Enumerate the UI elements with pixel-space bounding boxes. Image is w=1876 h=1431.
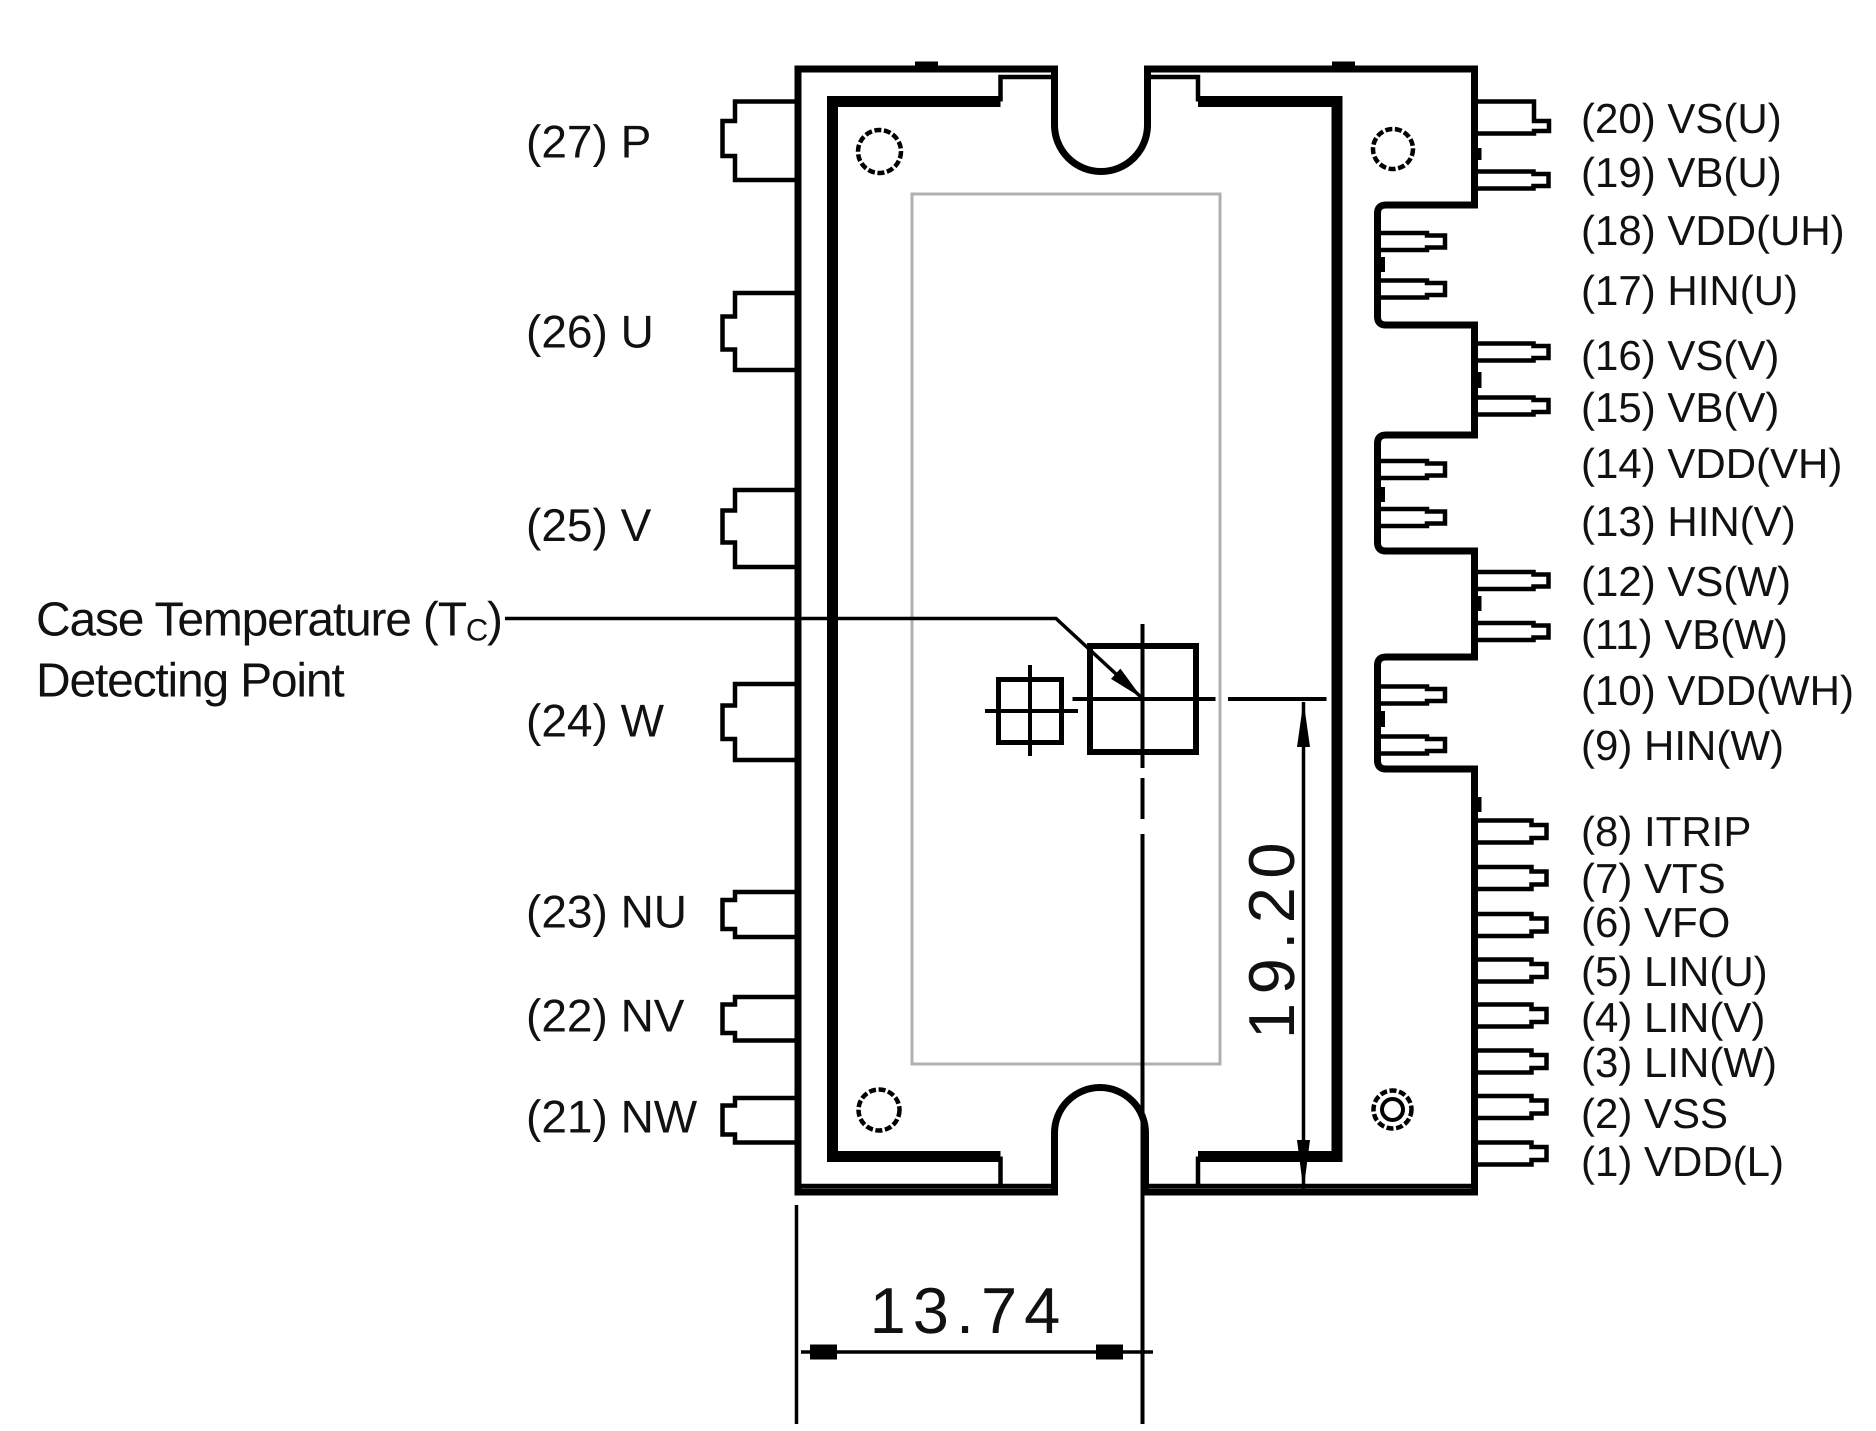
svg-text:(2) VSS: (2) VSS (1581, 1090, 1728, 1137)
svg-text:(3) LIN(W): (3) LIN(W) (1581, 1039, 1777, 1086)
svg-text:(19) VB(U): (19) VB(U) (1581, 149, 1782, 196)
svg-text:(26) U: (26) U (526, 306, 654, 358)
svg-text:(5) LIN(U): (5) LIN(U) (1581, 948, 1768, 995)
svg-text:(7) VTS: (7) VTS (1581, 855, 1726, 902)
svg-text:(22) NV: (22) NV (526, 990, 685, 1042)
svg-text:(10) VDD(WH): (10) VDD(WH) (1581, 667, 1854, 714)
svg-text:19.20: 19.20 (1235, 834, 1308, 1039)
svg-text:(18) VDD(UH): (18) VDD(UH) (1581, 207, 1845, 254)
svg-text:(9) HIN(W): (9) HIN(W) (1581, 722, 1784, 769)
svg-text:(4) LIN(V): (4) LIN(V) (1581, 994, 1765, 1041)
svg-text:(25) V: (25) V (526, 499, 652, 551)
svg-text:13.74: 13.74 (870, 1274, 1068, 1347)
svg-text:(21) NW: (21) NW (526, 1091, 698, 1143)
svg-text:(1) VDD(L): (1) VDD(L) (1581, 1138, 1784, 1185)
svg-text:(20) VS(U): (20) VS(U) (1581, 95, 1782, 142)
svg-text:(14) VDD(VH): (14) VDD(VH) (1581, 440, 1842, 487)
svg-text:Case Temperature (TC): Case Temperature (TC) (36, 593, 502, 647)
svg-text:(13) HIN(V): (13) HIN(V) (1581, 498, 1796, 545)
svg-text:(15) VB(V): (15) VB(V) (1581, 384, 1779, 431)
svg-text:(27) P: (27) P (526, 116, 651, 168)
svg-text:(11) VB(W): (11) VB(W) (1581, 611, 1788, 658)
svg-text:(23) NU: (23) NU (526, 886, 687, 938)
svg-text:Detecting Point: Detecting Point (36, 654, 344, 707)
svg-text:(17) HIN(U): (17) HIN(U) (1581, 267, 1798, 314)
svg-text:(24) W: (24) W (526, 695, 665, 747)
svg-text:(16) VS(V): (16) VS(V) (1581, 332, 1779, 379)
svg-text:(8) ITRIP: (8) ITRIP (1581, 808, 1751, 855)
svg-text:(6) VFO: (6) VFO (1581, 899, 1730, 946)
svg-text:(12) VS(W): (12) VS(W) (1581, 558, 1791, 605)
